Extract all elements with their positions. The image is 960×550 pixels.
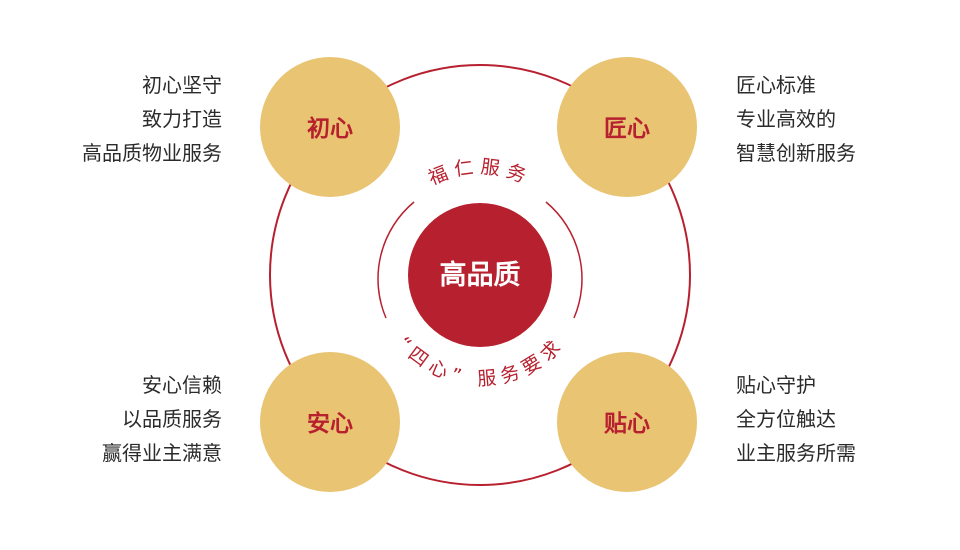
desc-line: 业主服务所需: [736, 441, 856, 465]
inner-ring-left-arc: [377, 201, 415, 319]
node-label-top-left: 初心: [307, 115, 353, 142]
desc-bottom-right: 贴心守护 全方位触达 业主服务所需: [736, 368, 960, 470]
outer-ring: [269, 64, 691, 486]
node-label-bottom-right: 贴心: [604, 411, 650, 437]
node-circle-bottom-left: [260, 352, 400, 492]
arc-text-top: 福仁服务: [425, 156, 534, 190]
desc-top-right: 匠心标准 专业高效的 智慧创新服务: [736, 68, 960, 170]
inner-ring-right-arc: [545, 201, 583, 319]
center-label: 高品质: [440, 259, 521, 291]
desc-line: 初心坚守: [142, 73, 222, 97]
arc-text-top-path: 福仁服务: [425, 156, 528, 190]
desc-line: 专业高效的: [736, 107, 836, 131]
desc-top-left: 初心坚守 致力打造 高品质物业服务: [0, 68, 222, 170]
node-circle-bottom-right: [557, 352, 697, 492]
node-circle-top-left: [260, 57, 400, 197]
desc-line: 高品质物业服务: [82, 141, 222, 165]
desc-line: 智慧创新服务: [736, 141, 856, 165]
desc-line: 贴心守护: [736, 373, 816, 397]
center-circle: [408, 203, 552, 347]
node-circle-top-right: [557, 57, 697, 197]
node-label-bottom-left: 安心: [307, 410, 353, 437]
desc-line: 匠心标准: [736, 73, 816, 97]
desc-line: 全方位触达: [736, 407, 836, 431]
desc-line: 致力打造: [142, 107, 222, 131]
desc-line: 赢得业主满意: [102, 441, 222, 465]
desc-bottom-left: 安心信赖 以品质服务 赢得业主满意: [0, 368, 222, 470]
desc-line: 以品质服务: [122, 407, 222, 431]
desc-line: 安心信赖: [142, 373, 222, 397]
node-label-top-right: 匠心: [604, 116, 650, 142]
